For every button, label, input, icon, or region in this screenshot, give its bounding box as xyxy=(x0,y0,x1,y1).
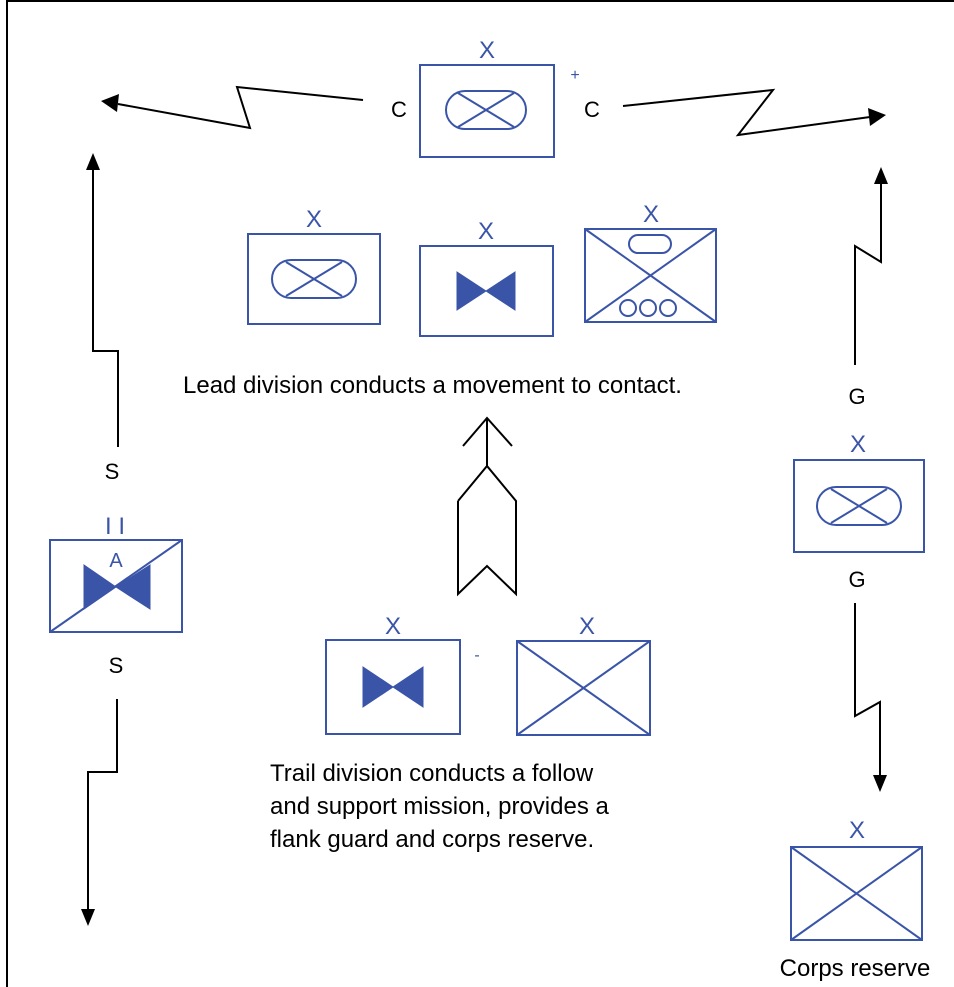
screen-label-upper: S xyxy=(105,459,120,484)
axis-of-advance-body xyxy=(457,464,517,597)
lead-antiarmor-brigade: X xyxy=(419,218,554,337)
guard-label-lower: G xyxy=(848,567,865,592)
flank-guard-brigade-echelon: X xyxy=(850,431,866,458)
lead-antiarmor-brigade-bowtie xyxy=(456,271,516,311)
flank-guard-brigade-cross-b xyxy=(830,488,888,524)
screen-cavalry-squadron-frame xyxy=(49,539,183,633)
corps-reserve-brigade-cross-b xyxy=(790,846,923,941)
guard-boundary-upper xyxy=(854,181,882,365)
cover-arrowhead-right xyxy=(868,108,886,126)
screen-arrowhead-down xyxy=(81,909,95,926)
screen-cavalry-squadron-armor-mark: A xyxy=(109,550,123,572)
corps-reserve-brigade-frame xyxy=(790,846,923,941)
trail-infantry-brigade-cross-b xyxy=(516,640,651,736)
trail-infantry-brigade: X xyxy=(516,613,651,736)
lead-mech-infantry-brigade-wheel-1 xyxy=(619,299,637,317)
corps-reserve-caption: Corps reserve xyxy=(780,955,931,982)
flank-guard-brigade-oval xyxy=(816,486,902,526)
lead-mech-infantry-brigade-echelon: X xyxy=(643,201,659,228)
cover-label-right: C xyxy=(584,97,600,122)
trail-antiarmor-brigade: X - xyxy=(325,613,480,735)
lead-armor-brigade-frame xyxy=(247,233,381,325)
trail-antiarmor-brigade-reduced-mark: - xyxy=(474,647,479,664)
lead-armor-brigade-echelon: X xyxy=(306,206,322,233)
lead-mech-infantry-brigade-wheel-2 xyxy=(639,299,657,317)
trail-caption-line-3: flank guard and corps reserve. xyxy=(270,826,594,853)
covering-force-echelon: X xyxy=(479,37,495,64)
screen-cavalry-squadron-bowtie xyxy=(83,564,151,610)
guard-arrowhead-down xyxy=(873,775,887,792)
trail-antiarmor-brigade-bowtie xyxy=(362,666,424,708)
covering-force-reinforced-mark: + xyxy=(570,67,579,84)
screen-cavalry-squadron: I I A xyxy=(49,513,183,633)
screen-cavalry-squadron-echelon: I I xyxy=(105,513,125,540)
covering-force-unit: X + xyxy=(419,37,580,158)
cover-arrowhead-left xyxy=(101,94,119,112)
lead-antiarmor-brigade-frame xyxy=(419,245,554,337)
guard-label-upper: G xyxy=(848,384,865,409)
screen-boundary-upper xyxy=(92,168,119,447)
covering-force-frame xyxy=(419,64,555,158)
lead-armor-brigade: X xyxy=(247,206,381,325)
cover-boundary-left xyxy=(117,85,364,130)
lead-mech-infantry-brigade-oval xyxy=(628,234,672,254)
lead-mech-infantry-brigade-frame xyxy=(584,228,717,323)
guard-boundary-lower xyxy=(854,603,881,778)
corps-reserve-brigade-echelon: X xyxy=(849,817,865,844)
trail-infantry-brigade-echelon: X xyxy=(579,613,595,640)
lead-mech-infantry-brigade-cross-b xyxy=(584,228,717,323)
lead-antiarmor-brigade-echelon: X xyxy=(478,218,494,245)
lead-mech-infantry-brigade: X xyxy=(584,201,717,323)
cover-label-left: C xyxy=(391,97,407,122)
trail-antiarmor-brigade-frame xyxy=(325,639,461,735)
lead-division-caption: Lead division conducts a movement to con… xyxy=(183,372,682,399)
flank-guard-brigade: X xyxy=(793,431,925,553)
covering-force-cross-b xyxy=(457,92,515,128)
screen-cavalry-squadron-diagonal xyxy=(49,539,183,633)
lead-armor-brigade-oval xyxy=(271,259,357,299)
guard-arrowhead-up xyxy=(874,167,888,184)
trail-antiarmor-brigade-echelon: X xyxy=(385,613,401,640)
flank-guard-brigade-frame xyxy=(793,459,925,553)
trail-infantry-brigade-frame xyxy=(516,640,651,736)
covering-force-armor-oval xyxy=(445,90,527,130)
trail-caption-line-1: Trail division conducts a follow xyxy=(270,760,594,787)
corps-reserve-brigade: X xyxy=(790,817,923,941)
screen-arrowhead-up xyxy=(86,153,100,170)
diagram-frame xyxy=(6,0,954,987)
screen-label-lower: S xyxy=(109,653,124,678)
lead-mech-infantry-brigade-wheel-3 xyxy=(659,299,677,317)
lead-armor-brigade-cross-b xyxy=(285,261,343,297)
cover-boundary-right xyxy=(622,88,871,137)
trail-caption-line-2: and support mission, provides a xyxy=(270,793,610,820)
screen-boundary-lower xyxy=(87,699,118,912)
